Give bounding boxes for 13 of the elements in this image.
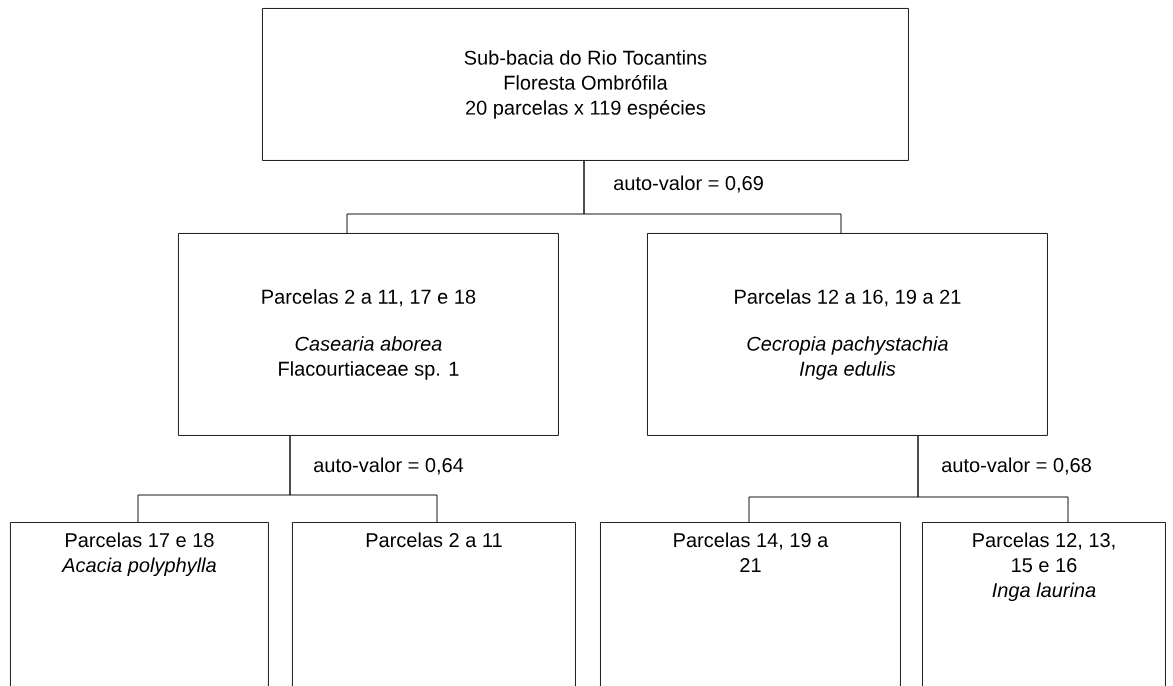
edge-label: auto-valor = 0,69 [614, 175, 763, 193]
process-box: Sub-bacia do Rio Tocantins Floresta Ombrófila 20 parcelas x 119 espécies [262, 8, 909, 161]
process-box: Parcelas 12, 13, 15 e 16 Inga laurina [922, 522, 1166, 686]
connector-line [583, 160, 842, 234]
process-box: Parcelas 2 a 11, 17 e 18 Casearia aborea Flacourtiaceae sp. 1 [178, 233, 559, 436]
edge-label: auto-valor = 0,64 [314, 457, 464, 475]
process-box: Parcelas 14, 19 a 21 [600, 522, 901, 686]
process-box: Parcelas 2 a 11 [292, 522, 576, 686]
edge-label: auto-valor = 0,68 [942, 457, 1091, 475]
process-box: Parcelas 17 e 18 Acacia polyphylla [10, 522, 269, 686]
connector-line [917, 435, 1069, 523]
connector-line [289, 435, 438, 523]
process-box: Parcelas 12 a 16, 19 a 21 Cecropia pachystachia Inga edulis [647, 233, 1048, 436]
